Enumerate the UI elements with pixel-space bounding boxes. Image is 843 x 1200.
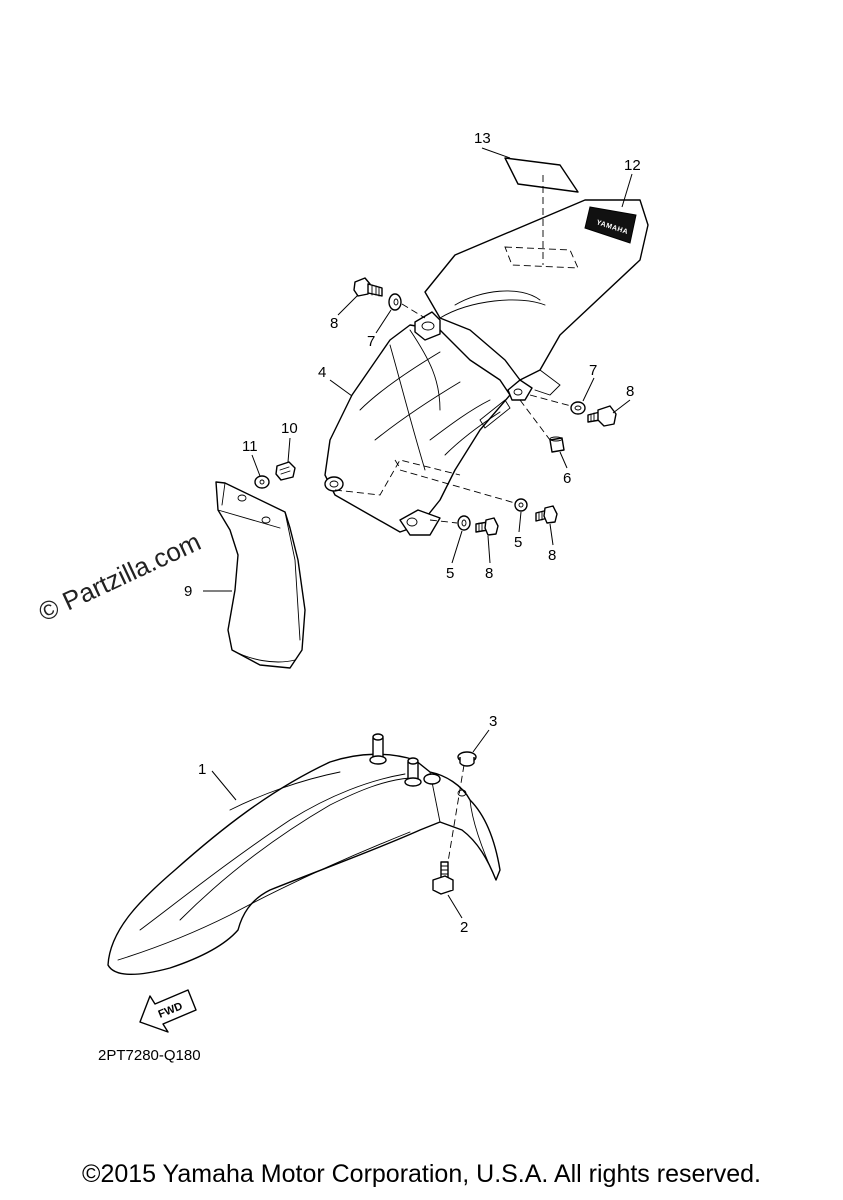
callout-2: 2 [460, 919, 468, 936]
watermark: © Partzilla.com [34, 526, 205, 627]
figure-code: 2PT7280-Q180 [98, 1047, 201, 1064]
fender-stud-right [404, 757, 422, 787]
collar-5-right [514, 498, 528, 512]
sticker-13 [504, 157, 579, 265]
callout-9: 9 [184, 583, 192, 600]
bolt-10 [275, 461, 296, 481]
callout-3: 3 [489, 713, 497, 730]
callout-8d: 8 [485, 565, 493, 582]
callout-8b: 8 [626, 383, 634, 400]
bolt-8-right [587, 405, 617, 427]
callout-13: 13 [474, 130, 491, 147]
callout-12: 12 [624, 157, 641, 174]
callout-4: 4 [318, 364, 326, 381]
grommet-3 [457, 751, 477, 767]
washer-7-upper [388, 293, 402, 311]
washer-11 [254, 475, 270, 489]
mud-flap [215, 481, 306, 669]
callout-1: 1 [198, 761, 206, 778]
bolt-8-lower-right [535, 505, 558, 524]
callout-8a: 8 [330, 315, 338, 332]
leader-lines [203, 147, 633, 919]
callout-11: 11 [242, 438, 258, 455]
fwd-arrow: FWD [139, 989, 197, 1033]
callout-5b: 5 [446, 565, 454, 582]
callout-7b: 7 [589, 362, 597, 379]
callout-10: 10 [281, 420, 298, 437]
copyright-notice: ©2015 Yamaha Motor Corporation, U.S.A. A… [82, 1160, 761, 1188]
hardware [254, 277, 617, 536]
callout-7a: 7 [367, 333, 375, 350]
bolt-8-lower-mid [475, 517, 499, 536]
callout-6: 6 [563, 470, 571, 487]
rear-fender: YAMAHA [324, 199, 649, 536]
bolt-2 [432, 861, 454, 895]
bolt-8-upper [353, 277, 383, 297]
fender-stud-left [369, 733, 387, 765]
collar-6 [549, 436, 565, 453]
washer-7-right [570, 401, 586, 415]
callout-8c: 8 [548, 547, 556, 564]
callout-5a: 5 [514, 534, 522, 551]
collar-5-left [457, 515, 471, 531]
callout-labels: 13 12 8 7 4 7 8 6 5 8 5 8 10 11 9 1 3 2 [184, 130, 641, 936]
front-fender [107, 733, 501, 976]
